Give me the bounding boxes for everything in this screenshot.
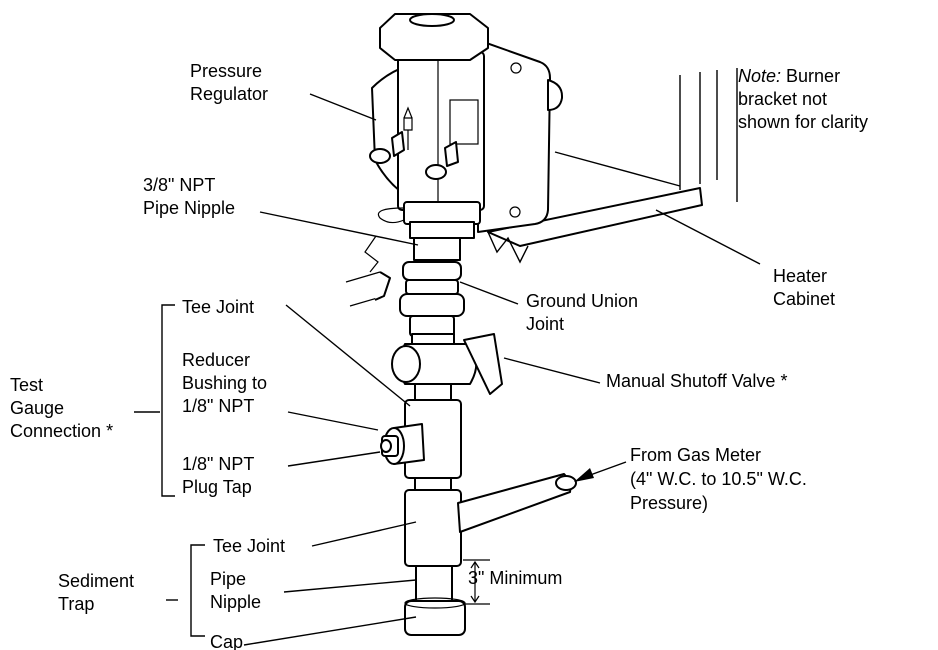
label-pressure-regulator-2: Regulator bbox=[190, 84, 268, 104]
gas-train-drawing bbox=[345, 237, 577, 636]
label-minimum: 3" Minimum bbox=[468, 568, 562, 588]
label-tee-joint-top: Tee Joint bbox=[182, 297, 254, 317]
label-reducer-bushing-1: Reducer bbox=[182, 350, 250, 370]
label-pipe-nipple-2: Nipple bbox=[210, 592, 261, 612]
label-pipe-nipple-1: Pipe bbox=[210, 569, 246, 589]
heater-cabinet-drawing bbox=[487, 68, 738, 264]
label-tee-joint-bottom: Tee Joint bbox=[213, 536, 285, 556]
leader-lines bbox=[134, 93, 761, 646]
label-test-gauge-2: Gauge bbox=[10, 398, 64, 418]
label-heater-cabinet-1: Heater bbox=[773, 266, 827, 286]
label-cap: Cap bbox=[210, 632, 243, 650]
label-reducer-bushing-2: Bushing to bbox=[182, 373, 267, 393]
label-gas-meter-2: (4" W.C. to 10.5" W.C. bbox=[630, 469, 807, 489]
label-manual-shutoff: Manual Shutoff Valve * bbox=[606, 371, 787, 391]
pressure-regulator-drawing bbox=[364, 13, 563, 273]
label-note-line3: shown for clarity bbox=[738, 112, 868, 132]
label-heater-cabinet-2: Cabinet bbox=[773, 289, 835, 309]
label-gas-meter-1: From Gas Meter bbox=[630, 445, 761, 465]
label-note-line1: Note: Burner bbox=[738, 66, 840, 86]
label-ground-union-2: Joint bbox=[526, 314, 564, 334]
label-test-gauge-1: Test bbox=[10, 375, 43, 395]
label-pipe-nipple-38-1: 3/8" NPT bbox=[143, 175, 215, 195]
brackets bbox=[161, 304, 205, 637]
label-note-line2: bracket not bbox=[738, 89, 827, 109]
label-reducer-bushing-3: 1/8" NPT bbox=[182, 396, 254, 416]
label-plug-tap-2: Plug Tap bbox=[182, 477, 252, 497]
label-pipe-nipple-38-2: Pipe Nipple bbox=[143, 198, 235, 218]
label-test-gauge-3: Connection * bbox=[10, 421, 113, 441]
label-pressure-regulator-1: Pressure bbox=[190, 61, 262, 81]
label-ground-union-1: Ground Union bbox=[526, 291, 638, 311]
label-gas-meter-3: Pressure) bbox=[630, 493, 708, 513]
label-plug-tap-1: 1/8" NPT bbox=[182, 454, 254, 474]
label-sediment-trap-1: Sediment bbox=[58, 571, 134, 591]
label-sediment-trap-2: Trap bbox=[58, 594, 94, 614]
